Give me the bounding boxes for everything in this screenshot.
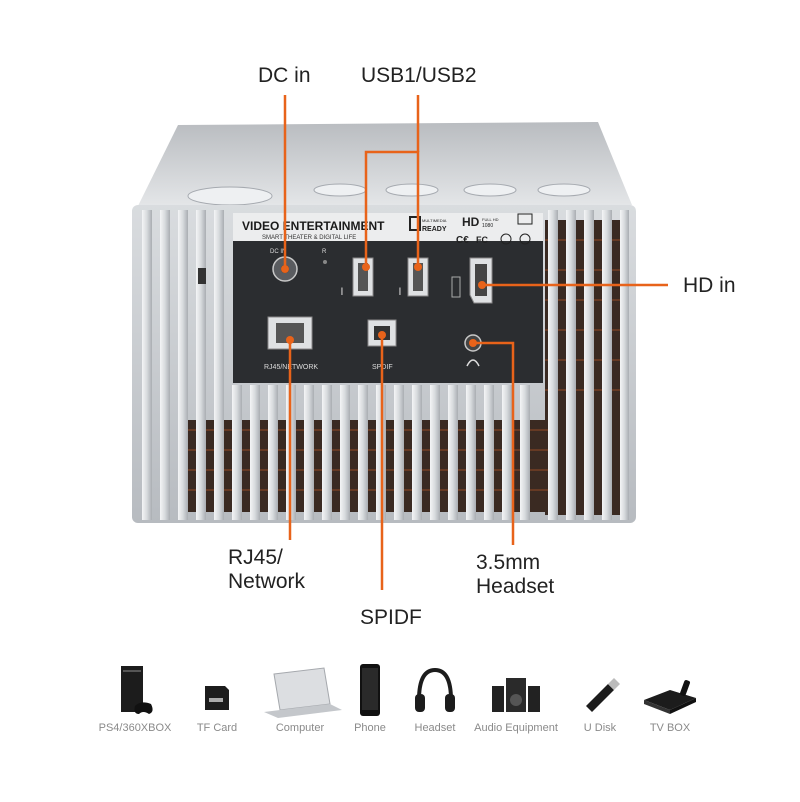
projector-illustration: VIDEO ENTERTAINMENT SMART THEATER & DIGI… [132, 95, 668, 590]
callout-headset-line2: Headset [476, 575, 555, 598]
game-console-icon [121, 666, 153, 714]
phone-icon [360, 664, 380, 716]
svg-text:FC: FC [476, 235, 488, 245]
certification-badges: MULTIMEDIA READY HD FULL HD 1080 C€ FC [409, 213, 533, 246]
callout-headset-line1: 3.5mm [476, 551, 541, 574]
svg-text:FULL HD: FULL HD [482, 217, 499, 222]
device-headset: Headset [385, 650, 485, 750]
callout-lines [283, 95, 668, 590]
svg-text:MULTIMEDIA: MULTIMEDIA [422, 218, 447, 223]
svg-text:R: R [322, 249, 327, 255]
device-label: Computer [275, 722, 325, 734]
device-tf-card: TF Card [167, 650, 267, 750]
device-label: Phone [354, 722, 386, 734]
headphones-icon [415, 667, 455, 712]
svg-text:HD: HD [462, 215, 480, 229]
svg-text:READY: READY [422, 226, 447, 233]
callout-usb: USB1/USB2 [361, 64, 477, 87]
compatible-devices: PS4/360XBOX TF Card Computer Phone Heads… [0, 650, 800, 760]
device-label: Headset [414, 722, 456, 734]
sd-card-icon [205, 686, 229, 710]
device-label: TV BOX [649, 722, 691, 734]
callout-headset: 3.5mm Headset [476, 551, 554, 599]
svg-text:ı: ı [340, 282, 344, 298]
callout-dc-in: DC in [258, 64, 311, 87]
laptop-icon [264, 667, 342, 718]
device-label: U Disk [583, 722, 617, 734]
brand-subtitle: SMART THEATER & DIGITAL LIFE [262, 235, 356, 241]
callout-rj45-line1: RJ45/ [228, 546, 283, 569]
dcin-label: DC IN [270, 249, 286, 255]
device-audio: Audio Equipment [466, 650, 566, 750]
speakers-icon [492, 678, 540, 712]
svg-text:C€: C€ [456, 235, 469, 246]
svg-text:ı: ı [398, 282, 402, 298]
device-phone: Phone [320, 650, 420, 750]
device-ps4-xbox: PS4/360XBOX [85, 650, 185, 750]
device-label: Audio Equipment [474, 722, 558, 734]
callout-rj45-line2: Network [228, 570, 306, 593]
usb-drive-icon [586, 678, 620, 712]
callout-rj45: RJ45/ Network [228, 546, 305, 594]
device-u-disk: U Disk [550, 650, 650, 750]
device-tv-box: TV BOX [620, 650, 720, 750]
device-computer: Computer [250, 650, 350, 750]
device-label: PS4/360XBOX [98, 722, 172, 734]
brand-title: VIDEO ENTERTAINMENT [242, 219, 385, 233]
callout-spidf: SPIDF [360, 606, 422, 629]
device-label: TF Card [196, 722, 238, 734]
tv-box-icon [644, 680, 696, 714]
svg-text:1080: 1080 [482, 223, 493, 229]
callout-hd-in: HD in [683, 274, 736, 297]
